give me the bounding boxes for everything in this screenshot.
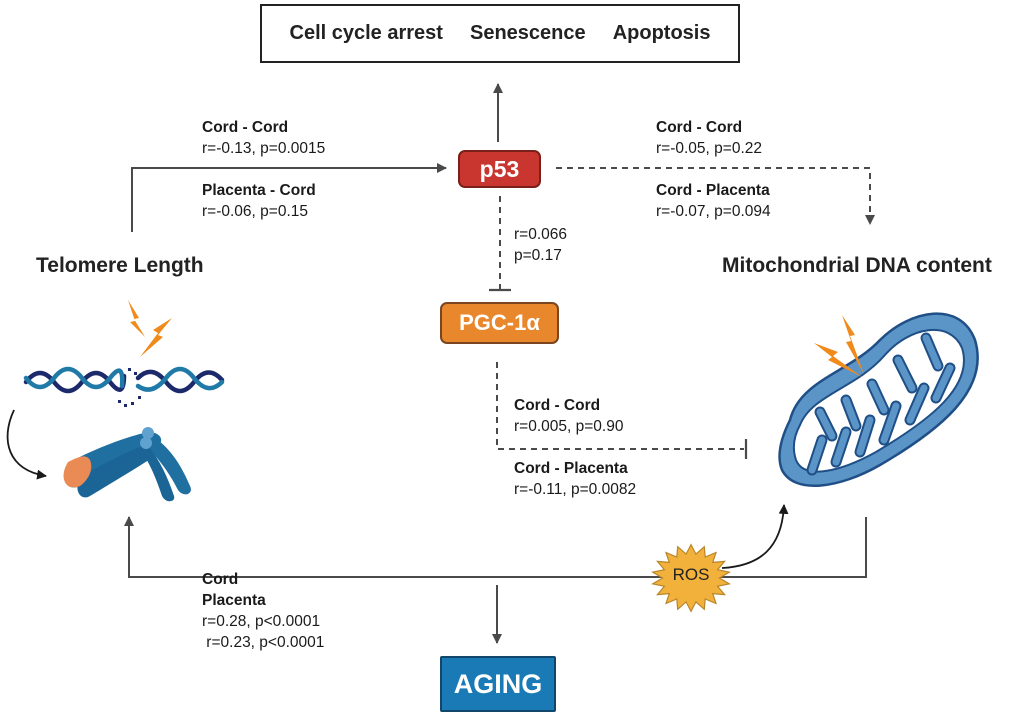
lightning-icon-mito (814, 315, 864, 377)
dna-fragments-icon (118, 368, 141, 407)
heading-telomere-length: Telomere Length (36, 254, 204, 277)
label-mtdna-telomere-placenta: Placenta r=0.28, p<0.0001 (202, 592, 321, 630)
mitochondrion-icon (778, 312, 979, 488)
heading-mtdna-content: Mitochondrial DNA content (722, 254, 992, 277)
label-p53-pgc-stats: r=0.066 p=0.17 (514, 226, 568, 264)
edge-ros-to-mito (721, 504, 789, 569)
label-pgc-mtdna-cord-placenta: Cord - Placenta r=-0.11, p=0.0082 (514, 460, 637, 498)
label-mtdna-telomere-cord: Cord r=0.23, p<0.0001 (202, 571, 325, 651)
edge-mtdna-to-telomere (124, 516, 867, 578)
node-aging: AGING (440, 656, 556, 712)
outcome-apoptosis: Apoptosis (612, 22, 711, 44)
dna-helix-icon (23, 366, 225, 394)
node-p53: p53 (458, 150, 541, 188)
label-p53-mtdna-cord-placenta: Cord - Placenta r=-0.07, p=0.094 (656, 182, 771, 220)
chromosome-icon (63, 427, 191, 502)
ros-burst-icon (651, 543, 731, 613)
label-telomere-p53-cord-cord: Cord - Cord r=-0.13, p=0.0015 (202, 119, 326, 157)
ros-label: ROS (672, 565, 710, 584)
label-pgc-mtdna-cord-cord: Cord - Cord r=0.005, p=0.90 (514, 397, 624, 435)
label-p53-mtdna-cord-cord: Cord - Cord r=-0.05, p=0.22 (656, 119, 762, 157)
edge-telomere-to-p53 (131, 163, 447, 232)
lightning-icon (128, 300, 172, 357)
edge-dna-to-chromosome (6, 409, 47, 480)
node-pgc1a: PGC-1α (440, 302, 559, 344)
outcomes-box: Cell cycle arrest Senescence Apoptosis (260, 4, 740, 63)
outcome-senescence: Senescence (470, 22, 586, 44)
edge-p53-to-mtdna (556, 167, 875, 225)
label-telomere-p53-placenta-cord: Placenta - Cord r=-0.06, p=0.15 (202, 182, 316, 220)
outcome-cell-cycle-arrest: Cell cycle arrest (289, 22, 443, 44)
